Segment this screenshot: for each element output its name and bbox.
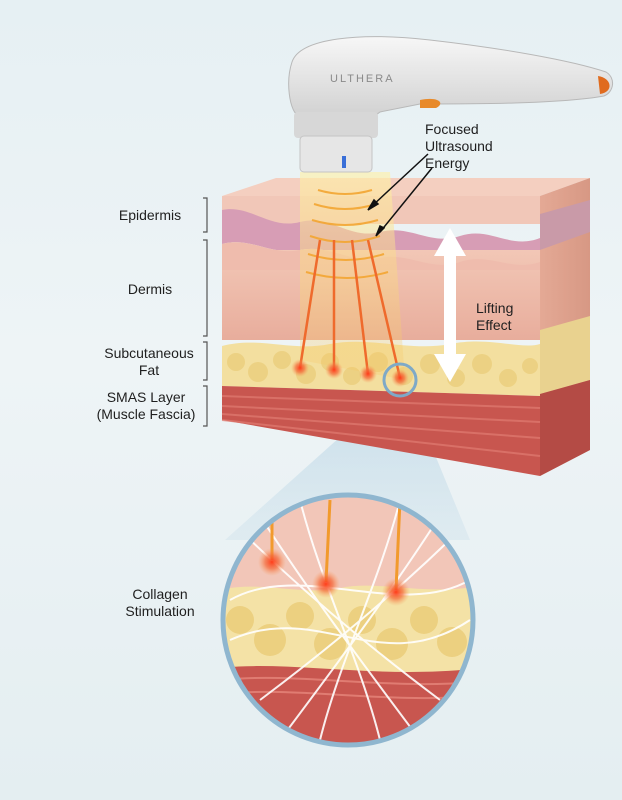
- ultrasound-beam: [300, 172, 405, 380]
- label-lifting-effect: Lifting Effect: [476, 300, 514, 333]
- label-collagen-stimulation: Collagen Stimulation: [125, 586, 195, 619]
- focal-points: [291, 359, 409, 387]
- skin-block-top: [222, 178, 590, 196]
- label-smas: SMAS Layer (Muscle Fascia): [96, 389, 196, 422]
- label-fat: Subcutaneous Fat: [104, 345, 194, 378]
- label-epidermis: Epidermis: [118, 207, 182, 223]
- label-dermis: Dermis: [127, 281, 173, 297]
- zoom-source-ring: [382, 362, 418, 398]
- zoom-ring: [220, 492, 476, 748]
- ultrasound-handpiece-icon: ULTHERA: [288, 36, 613, 173]
- smas-layer: [222, 386, 540, 476]
- label-ultrasound-energy: Focused Ultrasound Energy: [425, 121, 493, 171]
- layer-brackets: [203, 197, 208, 427]
- zoom-detail: [223, 495, 473, 745]
- double-arrow-icon: [434, 228, 466, 382]
- device-brand: ULTHERA: [330, 73, 395, 85]
